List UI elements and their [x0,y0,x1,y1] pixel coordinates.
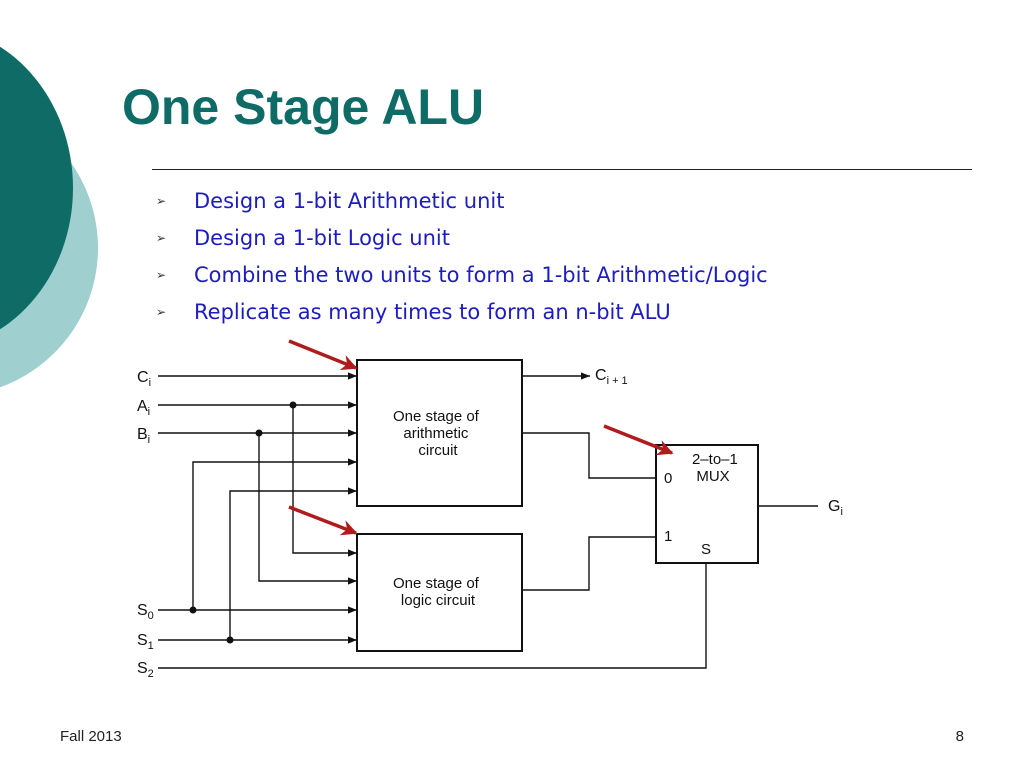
junction-dot [189,606,197,614]
junction-dot [255,429,263,437]
alu-diagram: One stage of arithmetic circuit One stag… [137,339,843,680]
bullet-text: Design a 1-bit Logic unit [194,226,450,250]
arrowhead-bullet-icon: ➢ [156,231,167,245]
bi-to-logic-wire [258,433,357,585]
mux-select-label: S [701,541,711,558]
decorative-circles [0,46,98,388]
logic-block-label: One stage of logic circuit [393,575,483,609]
ai-to-logic-wire [292,405,357,557]
s2-label: S2 [137,660,154,680]
logic-to-mux-wire [522,536,656,591]
carry-out-label: Ci + 1 [595,367,628,387]
bi-label: Bi [137,426,150,446]
s1-label: S1 [137,632,154,652]
highlight-arrow [288,339,358,371]
arrowhead-bullet-icon: ➢ [156,194,167,208]
bullet-text: Design a 1-bit Arithmetic unit [194,189,505,213]
ai-label: Ai [137,398,150,418]
junction-dots [189,401,297,644]
bullet-list: ➢ Design a 1-bit Arithmetic unit ➢ Design … [152,183,768,331]
mux-block [655,444,759,564]
bullet-item: ➢ Replicate as many times to form an n-bi… [152,294,768,331]
s0-to-arith-wire [192,458,357,610]
title-divider [152,169,972,170]
arith-block-label: One stage of arithmetic circuit [393,408,483,459]
arith-to-mux-wire [522,432,656,479]
bullet-item: ➢ Combine the two units to form a 1-bit A… [152,257,768,294]
s2-wire [158,563,707,669]
junction-dot [289,401,297,409]
arrowhead-bullet-icon: ➢ [156,305,167,319]
bullet-item: ➢ Design a 1-bit Logic unit [152,220,768,257]
slide-title: One Stage ALU [122,79,485,135]
arrowhead-bullet-icon: ➢ [156,268,167,282]
arithmetic-block [356,359,523,507]
mux-label: 2–to–1 MUX [692,451,742,485]
mux-input-0-label: 0 [664,470,672,487]
output-label: Gi [828,498,843,518]
ci-label: Ci [137,369,151,389]
bullet-text: Combine the two units to form a 1-bit Ar… [194,263,768,287]
junction-dot [226,636,234,644]
bullet-item: ➢ Design a 1-bit Arithmetic unit [152,183,768,220]
wires [158,372,818,669]
bullet-text: Replicate as many times to form an n-bit… [194,300,671,324]
highlight-arrow [288,505,358,536]
footer-date: Fall 2013 [60,728,122,745]
mux-input-1-label: 1 [664,528,672,545]
logic-block [356,533,523,652]
dark-teal-circle [0,46,73,330]
page-number: 8 [955,728,964,745]
s1-to-arith-wire [229,487,357,640]
s0-label: S0 [137,602,154,622]
highlight-arrow [603,424,674,456]
